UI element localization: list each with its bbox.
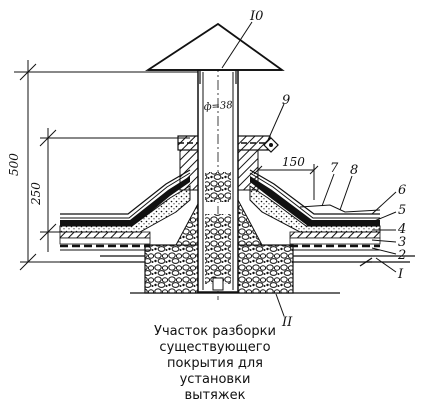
caption-line-3: покрытия для <box>167 356 263 371</box>
offset-dimension <box>253 158 319 200</box>
leader-lines <box>221 21 397 317</box>
callout-3: 3 <box>398 235 406 250</box>
drawing-caption: Участок разборки существующего покрытия … <box>110 324 320 404</box>
roof-layers-right <box>249 169 381 251</box>
rain-cap <box>144 22 285 84</box>
callout-7: 7 <box>330 161 339 176</box>
height-250-label: 250 <box>29 182 43 206</box>
callout-5: 5 <box>398 203 406 218</box>
roof-layers-left <box>59 169 191 251</box>
caption-line-1: Участок разборки <box>154 324 276 339</box>
callout-1: I <box>397 267 404 282</box>
offset-150-label: 150 <box>282 155 305 169</box>
height-500-label: 500 <box>7 153 21 176</box>
pipe-diameter-label: ф=38 <box>203 100 233 113</box>
caption-line-4: установки <box>179 372 251 387</box>
caption-line-2: существующего <box>159 340 271 355</box>
caption-line-5: вытяжек <box>184 388 246 403</box>
callout-base: II <box>281 315 293 330</box>
callout-2: 2 <box>397 248 406 263</box>
callout-4: 4 <box>397 222 406 237</box>
clamp-bolt <box>263 137 279 153</box>
callout-clamp: 9 <box>282 93 290 108</box>
callout-6: 6 <box>398 183 406 198</box>
callout-8: 8 <box>350 163 358 178</box>
vent-pipe <box>197 62 239 300</box>
callout-cap: I0 <box>249 9 263 24</box>
